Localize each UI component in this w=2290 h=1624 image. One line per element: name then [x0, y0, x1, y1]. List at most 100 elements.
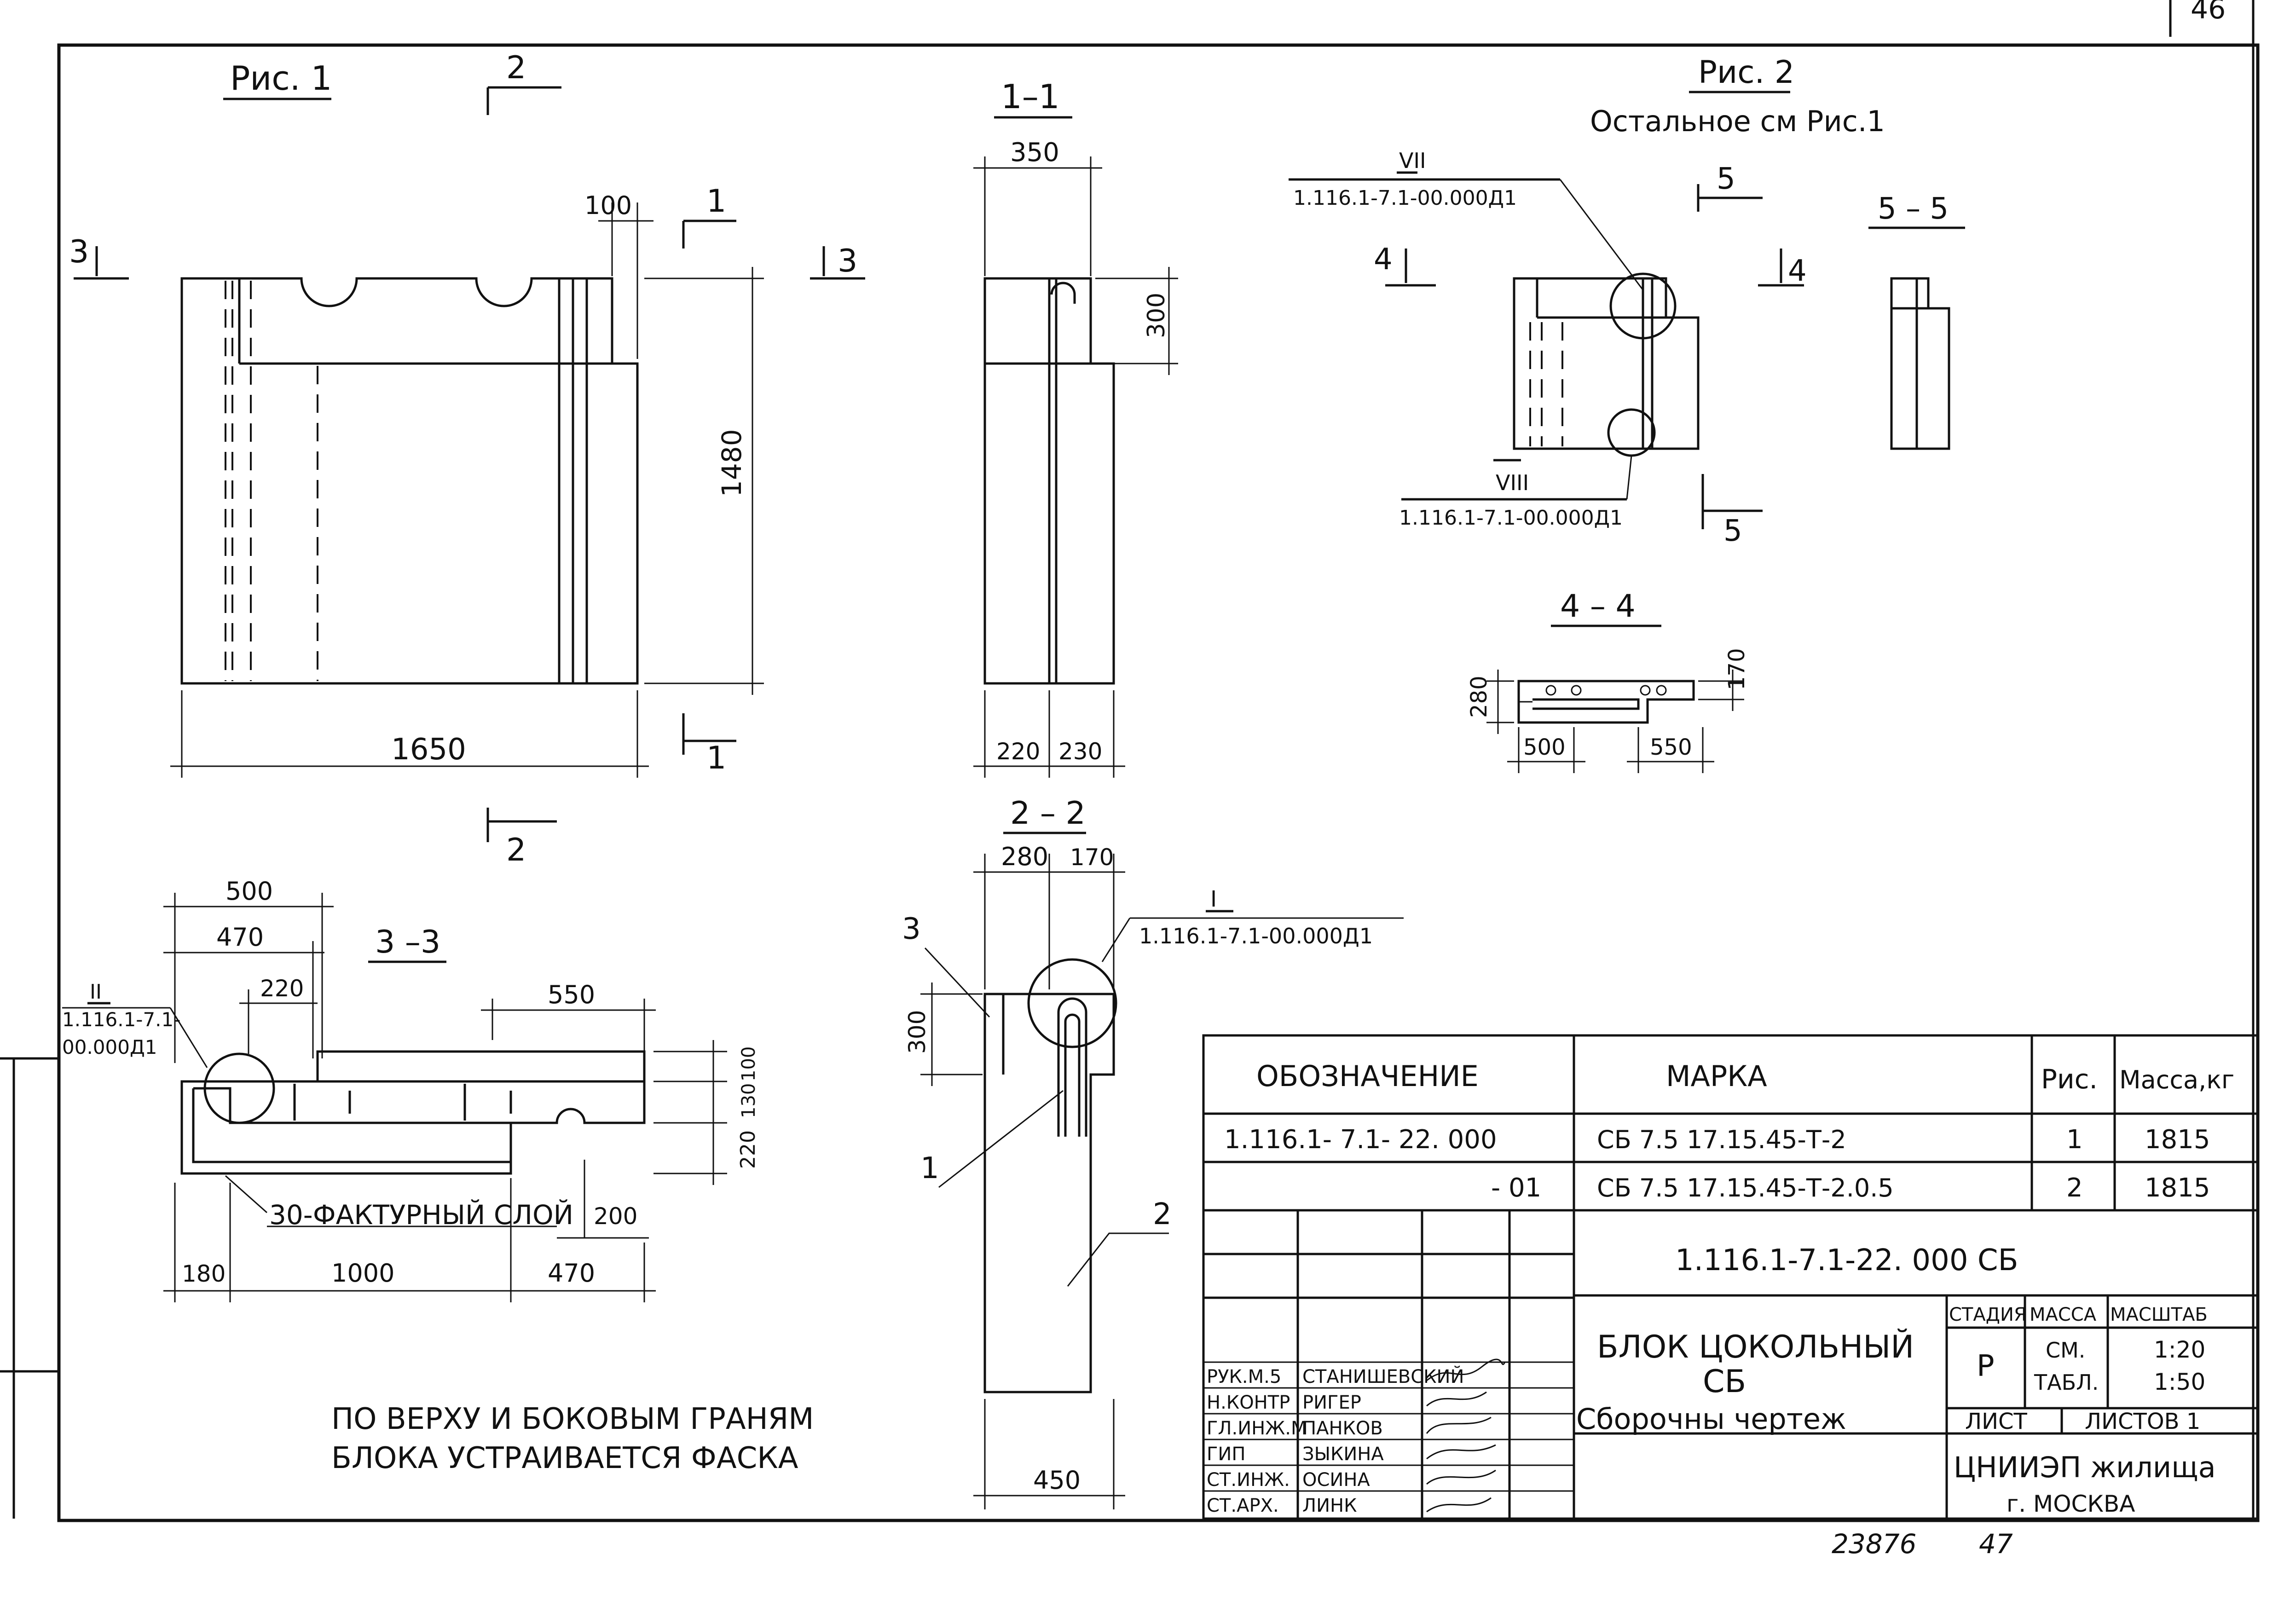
table-cell: 1 [2066, 1125, 2083, 1155]
section-label: 5 [1723, 514, 1742, 548]
section-mark-4-right [1758, 249, 1804, 287]
dim-right-h: 170 [1724, 648, 1750, 690]
staff-role: Н.КОНТР [1207, 1392, 1290, 1413]
note-leader [225, 1175, 267, 1214]
dimension-line [644, 267, 764, 695]
anchor-hole [1571, 685, 1582, 696]
section-mark-3-right [810, 246, 865, 280]
callout-leader [924, 947, 990, 1018]
dim-bottom-right: 230 [1058, 738, 1102, 765]
section-label: 3 [69, 234, 89, 270]
archive-number: 23876 [1832, 1528, 1917, 1560]
section-label: 1 [706, 740, 726, 776]
section-5-5: 5 – 5 [1868, 192, 1965, 450]
ref-i-num: I [1210, 886, 1217, 912]
anchor-hole [1640, 685, 1651, 696]
ref-ii-num: II [90, 980, 102, 1004]
section-label: 1 [706, 183, 726, 220]
section-title: 3 –3 [375, 924, 440, 960]
signature [1426, 1391, 1487, 1407]
section-mark-5-top [1697, 184, 1763, 212]
dimension-line [239, 989, 318, 1054]
dimension-line [973, 854, 1125, 989]
section-mark-4-left [1385, 249, 1436, 287]
table-cell: 1.116.1- 7.1- 22. 000 [1224, 1125, 1497, 1155]
detail-circle-i [1027, 958, 1117, 1048]
scale-value-1: 1:20 [2154, 1336, 2205, 1363]
section-title: 5 – 5 [1878, 192, 1949, 226]
dimension-line [973, 690, 1125, 778]
mass-header: МАССА [2030, 1304, 2097, 1325]
dimension-line [1507, 727, 1585, 773]
section-label: 5 [1717, 162, 1735, 196]
ref-leader [1101, 918, 1131, 962]
dimension-line [557, 1160, 649, 1239]
sheet-number: 46 [2191, 0, 2226, 25]
section-label: 2 [506, 832, 526, 868]
sheet-label: ЛИСТ [1965, 1409, 2028, 1434]
lifting-loop-inner [1064, 1013, 1081, 1137]
staff-name: РИГЕР [1302, 1392, 1361, 1413]
dim-200: 200 [594, 1203, 637, 1230]
dim-1000: 1000 [331, 1259, 394, 1288]
dim-450: 450 [1033, 1466, 1081, 1495]
scale-value-2: 1:50 [2154, 1369, 2205, 1395]
ref-ii-code-2: 00.000Д1 [62, 1036, 157, 1058]
block-outline [180, 277, 639, 685]
drawing-frame [57, 43, 2260, 1522]
anchor-hole [1656, 685, 1667, 696]
dim-bottom-left: 220 [996, 738, 1040, 765]
ref-ii-code-1: 1.116.1-7.1- [62, 1008, 180, 1031]
product-name-1: БЛОК ЦОКОЛЬНЫЙ [1597, 1329, 1914, 1365]
staff-name: ЗЫКИНА [1302, 1444, 1384, 1465]
staff-name: ОСИНА [1302, 1469, 1370, 1491]
section-outline [180, 1050, 646, 1175]
section-label: 4 [1374, 243, 1393, 277]
dim-220-side: 220 [736, 1130, 760, 1169]
page-number: 47 [1979, 1528, 2013, 1560]
note-line-1: ПО ВЕРХУ И БОКОВЫМ ГРАНЯМ [331, 1402, 814, 1436]
dim-top: 350 [1010, 138, 1059, 168]
dimension-line [1698, 670, 1744, 711]
detail-circle-vii [1609, 272, 1677, 340]
section-mark-1-bottom [682, 713, 736, 755]
dim-bottom-left: 500 [1523, 734, 1566, 760]
table-cell: - 01 [1491, 1173, 1541, 1203]
ref-vii-code: 1.116.1-7.1-00.000Д1 [1293, 186, 1517, 210]
signature [1426, 1444, 1496, 1460]
section-label: 2 [506, 50, 526, 86]
section-mark-1-top [682, 220, 736, 249]
signature [1426, 1416, 1492, 1434]
callout-leader [1067, 1232, 1169, 1287]
dim-470-top: 470 [216, 923, 264, 952]
table-cell: СБ 7.5 17.15.45-Т-2 [1597, 1125, 1846, 1154]
dimension-line [163, 1178, 656, 1302]
figure-2: Рис. 2 Остальное см Рис.1 VII 1.116.1-7.… [1289, 54, 1885, 548]
dimension-line [1627, 727, 1714, 773]
table-frame [1202, 1034, 2259, 1520]
dim-550: 550 [548, 980, 595, 1009]
section-mark-3-left [74, 246, 129, 280]
facing-layer [192, 1087, 511, 1163]
dimension-line [1486, 670, 1514, 734]
dimension-line [163, 893, 334, 1063]
ref-leader [169, 1007, 208, 1068]
signature [1426, 1497, 1492, 1513]
org-name-2: г. МОСКВА [2007, 1491, 2135, 1517]
dimension-line [1095, 267, 1178, 375]
product-name-2: СБ [1703, 1364, 1746, 1400]
section-label: 3 [838, 243, 857, 279]
ref-leader [1626, 455, 1632, 500]
table-cell: 2 [2066, 1173, 2083, 1203]
section-2-2: 2 – 2 280 170 I 1.116.1-7.1-00.000Д1 300… [902, 795, 1404, 1509]
table-cell: 1815 [2145, 1173, 2210, 1203]
staff-role: ГИП [1207, 1444, 1245, 1465]
staff-name: ЛИНК [1302, 1495, 1357, 1516]
sheets-label: ЛИСТОВ 1 [2085, 1409, 2200, 1434]
dim-width: 1650 [391, 733, 466, 767]
col-header-mark: МАРКА [1666, 1059, 1767, 1093]
callout-3: 3 [902, 912, 921, 946]
ref-viii-code: 1.116.1-7.1-00.000Д1 [1399, 506, 1623, 530]
fig2-subtitle: Остальное см Рис.1 [1590, 104, 1885, 138]
